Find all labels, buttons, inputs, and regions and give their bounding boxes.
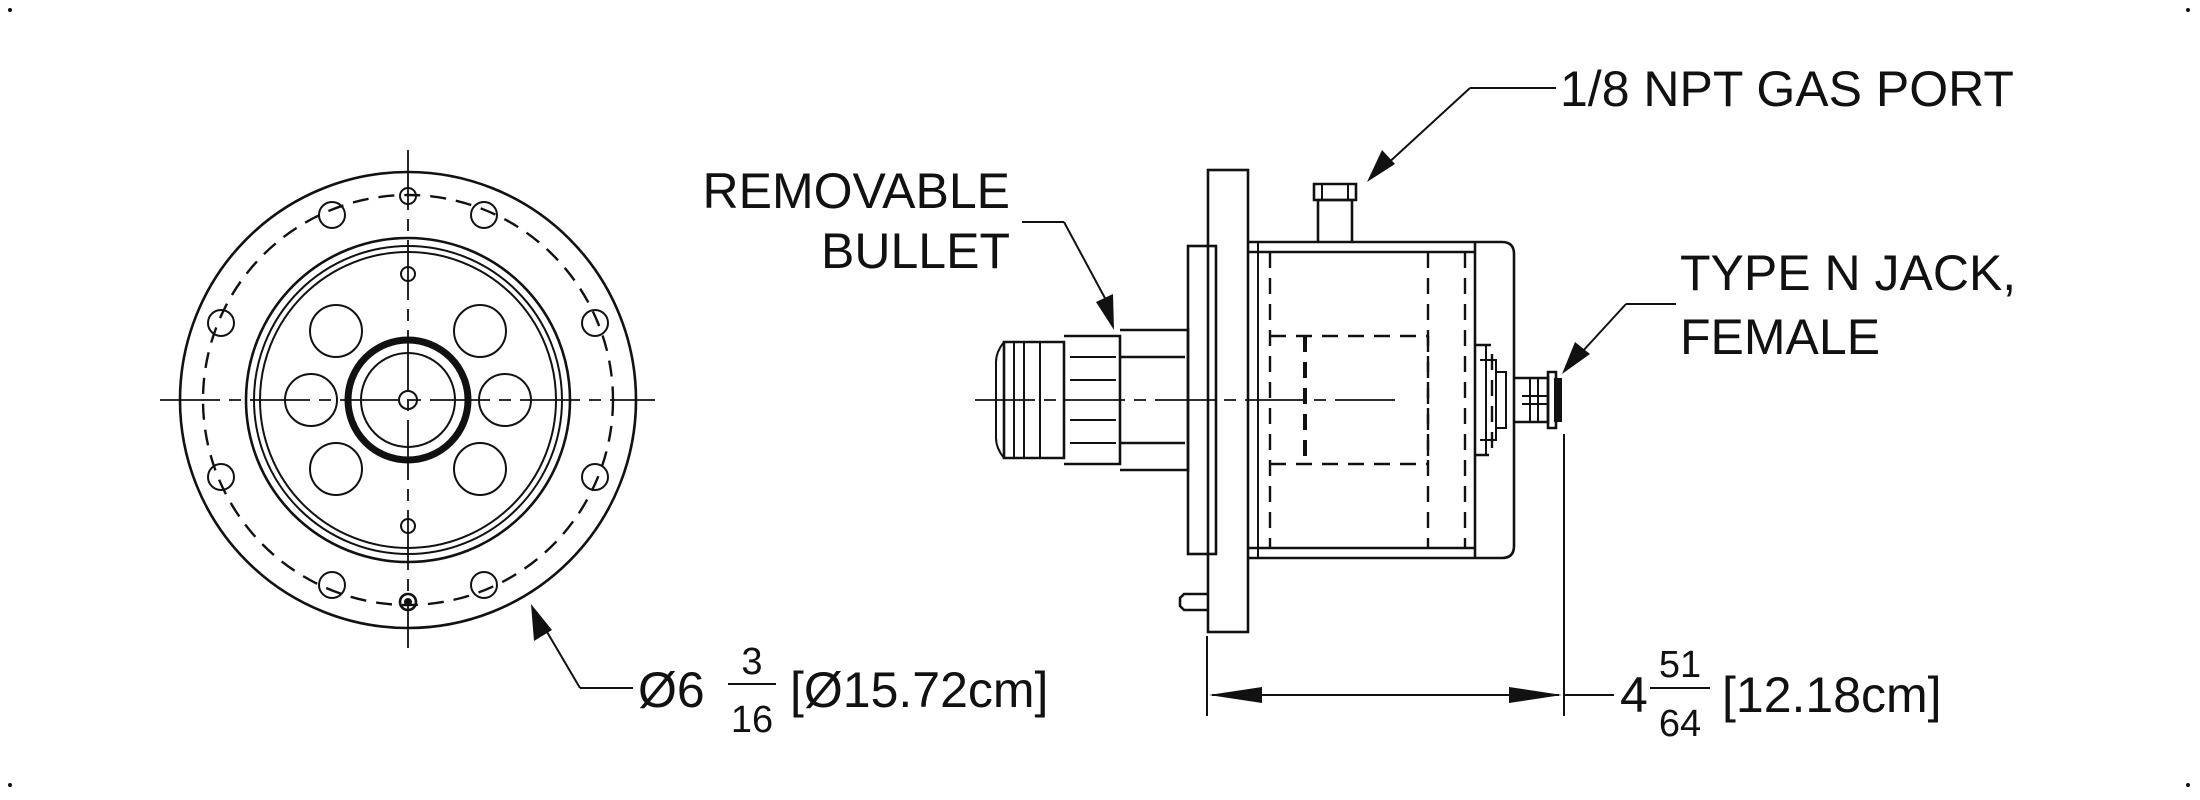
length-metric: [12.18cm] <box>1722 667 1942 723</box>
bullet-arrowhead <box>1096 294 1114 330</box>
gas-port-arrowhead <box>1367 150 1395 182</box>
side-flange-step <box>1186 244 1218 556</box>
housing-body <box>1248 240 1516 560</box>
jack-arrowhead <box>1562 342 1590 374</box>
gas-port-fitting <box>1312 182 1358 242</box>
bullet-label-line1: REMOVABLE <box>703 163 1011 219</box>
body-inner-ring <box>253 245 563 555</box>
length-arrowhead-right <box>1509 687 1562 703</box>
bullet-leader-line <box>1063 221 1107 301</box>
jack-callout: TYPE N JACK, FEMALE <box>1562 245 2016 374</box>
gas-port-callout: 1/8 NPT GAS PORT <box>1367 61 2014 182</box>
length-fraction-numerator: 51 <box>1659 644 1701 686</box>
diameter-fraction-numerator: 3 <box>741 641 762 683</box>
body-inner-ring-2 <box>259 251 557 549</box>
jack-leader-line <box>1581 303 1627 353</box>
front-view <box>160 150 655 689</box>
bottom-fitting <box>1178 592 1208 612</box>
flange-outer-circle <box>178 170 638 630</box>
length-fraction-denominator: 64 <box>1659 703 1701 745</box>
sheet-corner-marks <box>8 8 2190 787</box>
center-ring <box>360 352 456 448</box>
body-outer-ring <box>244 236 572 564</box>
gas-port-label: 1/8 NPT GAS PORT <box>1560 61 2014 117</box>
length-arrowhead-left <box>1209 687 1262 703</box>
bolt-holes <box>207 187 609 612</box>
type-n-jack <box>1514 370 1562 430</box>
rear-hidden-features <box>1475 343 1507 457</box>
center-thick-ring <box>344 336 472 464</box>
diameter-whole: Ø6 <box>638 662 705 718</box>
jack-label-line2: FEMALE <box>1680 309 1880 365</box>
gas-port-leader-line <box>1384 87 1471 167</box>
bullet-callout: REMOVABLE BULLET <box>703 163 1114 330</box>
center-pin <box>398 390 418 410</box>
length-dimension: 4 51 64 [12.18cm] <box>1620 644 1942 745</box>
side-view <box>975 168 1614 716</box>
diameter-metric: [Ø15.72cm] <box>790 662 1048 718</box>
jack-label-line1: TYPE N JACK, <box>1680 245 2016 301</box>
bottom-small-hole <box>400 518 416 534</box>
length-whole: 4 <box>1620 667 1648 723</box>
removable-bullet <box>995 328 1190 472</box>
bullet-label-line2: BULLET <box>821 223 1010 279</box>
large-holes <box>284 304 532 496</box>
side-flange-plate <box>1206 168 1250 634</box>
diameter-fraction-denominator: 16 <box>731 699 773 741</box>
diameter-dimension: Ø6 3 16 [Ø15.72cm] <box>638 641 1048 741</box>
diameter-arrowhead <box>531 604 552 641</box>
top-small-hole <box>400 266 416 282</box>
